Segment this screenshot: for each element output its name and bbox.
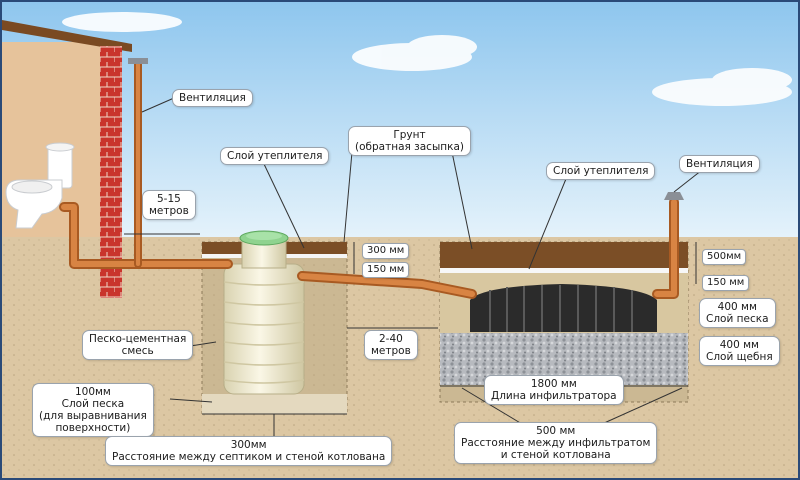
label-sand-right: 400 мм Слой песка <box>699 298 776 328</box>
label-ventilation-right: Вентиляция <box>679 155 760 173</box>
label-150mm-left: 150 мм <box>362 262 410 278</box>
sand-base-layer <box>202 394 347 414</box>
label-septic-gap: 300мм Расстояние между септиком и стеной… <box>105 436 393 466</box>
label-infiltrator-gap: 500 мм Расстояние между инфильтратом и с… <box>454 422 658 464</box>
label-insulation-right: Слой утеплителя <box>546 162 656 180</box>
toilet-icon <box>5 142 75 229</box>
label-sand-base: 100мм Слой песка (для выравнивания повер… <box>32 383 154 437</box>
label-300mm: 300 мм <box>362 243 410 259</box>
label-500mm: 500мм <box>702 249 747 265</box>
label-sand-cement: Песко-цементная смесь <box>82 330 194 360</box>
infiltrator-icon <box>470 284 657 332</box>
label-gravel: 400 мм Слой щебня <box>699 336 780 366</box>
label-150mm-right: 150 мм <box>702 275 750 291</box>
pipes <box>59 58 679 299</box>
label-distance-pipe: 2-40 метров <box>364 330 418 360</box>
vent-cap-left <box>128 58 148 64</box>
label-ventilation-left: Вентиляция <box>172 89 253 107</box>
clouds <box>62 12 792 106</box>
label-ground: Грунт (обратная засыпка) <box>348 126 471 156</box>
septic-tank-icon <box>223 230 305 395</box>
house-roof <box>2 20 132 52</box>
vent-cap-right <box>664 192 684 200</box>
insulation-right <box>440 268 688 273</box>
label-insulation-left: Слой утеплителя <box>220 147 330 165</box>
label-distance-house: 5-15 метров <box>142 190 196 220</box>
label-infiltrator-length: 1800 мм Длина инфильтратора <box>484 375 624 405</box>
backfill-right <box>440 242 688 268</box>
brick-wall <box>100 46 122 298</box>
